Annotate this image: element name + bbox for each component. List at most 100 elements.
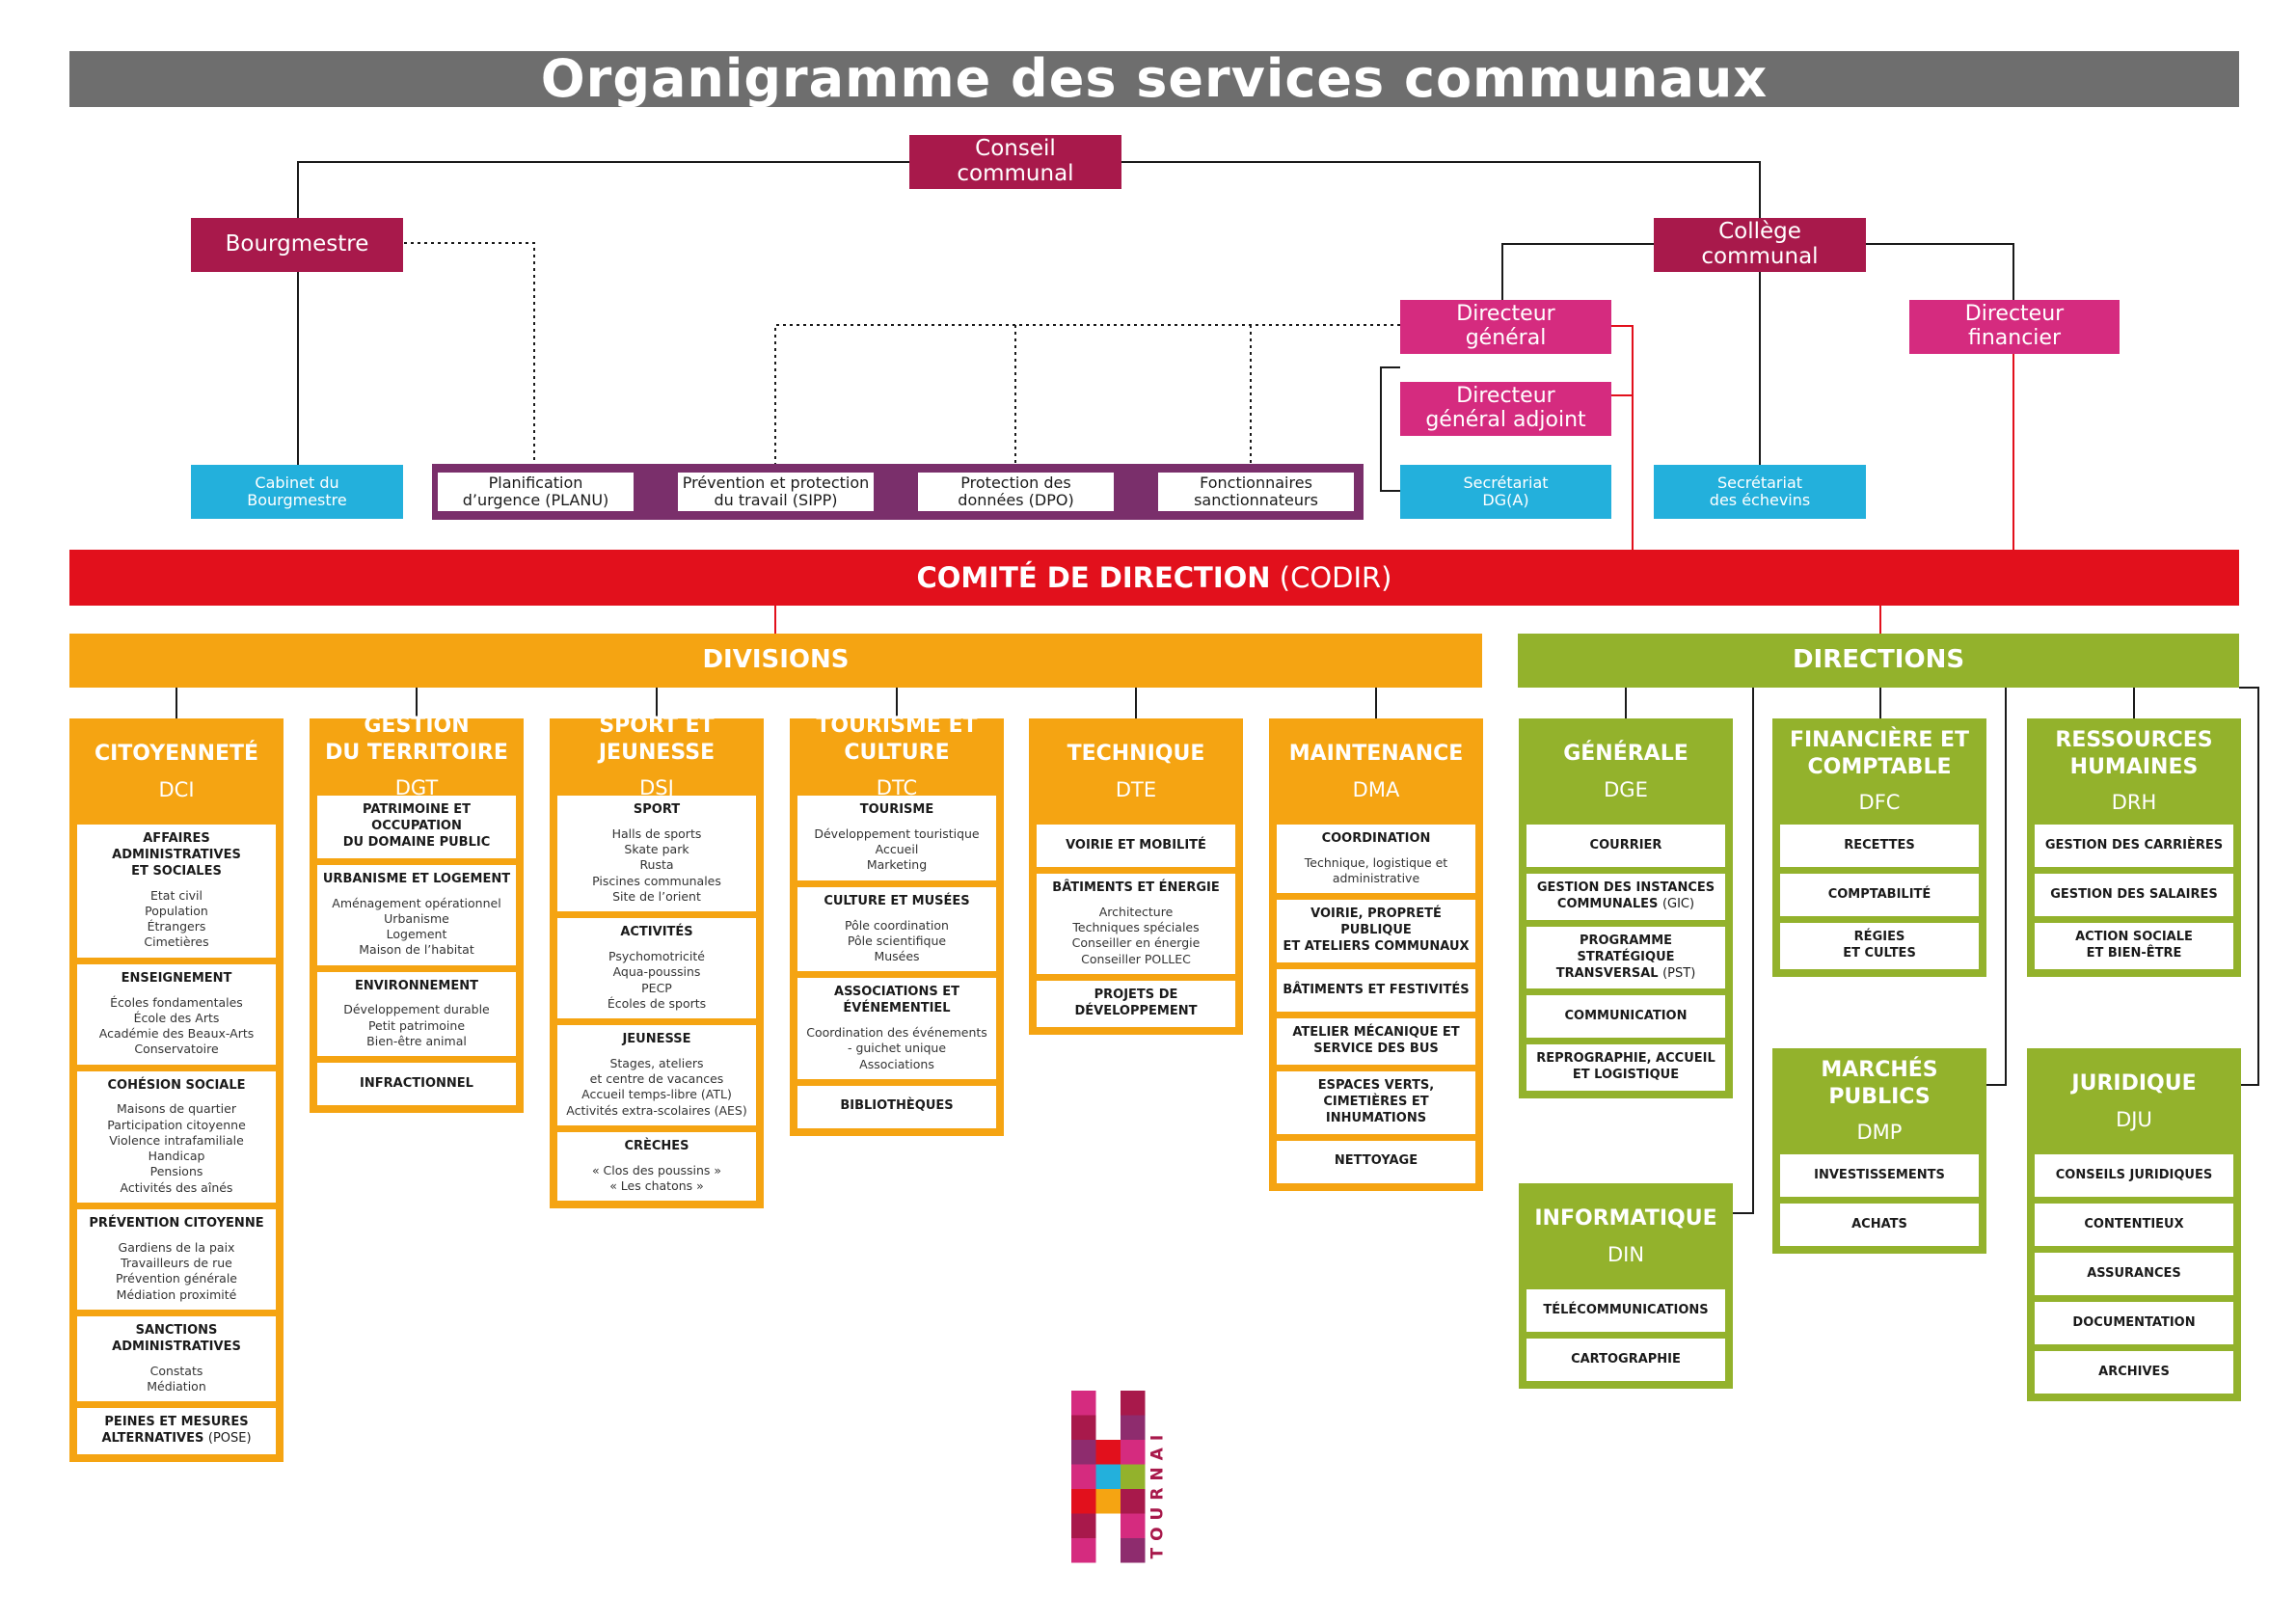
tournai-logo: TOURNAI	[1071, 1391, 1197, 1564]
logo-tile	[1121, 1464, 1146, 1489]
logo-tile	[1071, 1513, 1096, 1538]
conseil-communal-box: Conseil communal	[909, 135, 1121, 189]
service-item-title-text: CONSEILS JURIDIQUES	[2055, 1167, 2213, 1182]
service-item: RECETTES	[1780, 825, 1979, 867]
service-item-details: Gardiens de la paix Travailleurs de rue …	[115, 1239, 237, 1302]
service-item-title-text: CULTURE ET MUSÉES	[824, 893, 970, 908]
service-item-title-text: NETTOYAGE	[1334, 1153, 1418, 1169]
column-title: TOURISME ET CULTURE	[816, 714, 978, 765]
column-abbr: DTE	[1115, 777, 1157, 801]
service-item-title-text: BIBLIOTHÈQUES	[840, 1098, 954, 1114]
service-item-title-text: GESTION DES CARRIÈRES	[2044, 837, 2224, 853]
service-item-title-text: ESPACES VERTS, CIMETIÈRES ET INHUMATIONS	[1317, 1077, 1435, 1125]
service-item: GESTION DES SALAIRES	[2035, 874, 2233, 916]
service-item-title-text: PEINES ET MESURES ALTERNATIVES	[101, 1415, 249, 1447]
codir-banner: COMITÉ DE DIRECTION (CODIR)	[69, 550, 2239, 606]
service-item-details: Écoles fondamentales École des Arts Acad…	[98, 994, 255, 1057]
service-item-title: BÂTIMENTS ET FESTIVITÉS	[1281, 983, 1472, 999]
logo-text: TOURNAI	[1148, 1428, 1168, 1559]
column-abbr: DGT	[394, 776, 439, 800]
service-item-title-text: CARTOGRAPHIE	[1571, 1351, 1681, 1367]
service-item-title: ASSOCIATIONS ET ÉVÉNEMENTIEL	[801, 985, 992, 1017]
service-item-title-text: ATELIER MÉCANIQUE ET SERVICE DES BUS	[1292, 1025, 1460, 1056]
service-item-details: Développement touristique Accueil Market…	[814, 826, 980, 873]
service-item-title: GESTION DES CARRIÈRES	[2039, 838, 2229, 854]
service-item: GESTION DES INSTANCES COMMUNALES (GIC)	[1526, 874, 1725, 920]
service-item-title: PRÉVENTION CITOYENNE	[81, 1216, 272, 1232]
logo-tile	[1095, 1464, 1121, 1489]
service-item-title: PROGRAMME STRATÉGIQUE TRANSVERSAL (PST)	[1530, 934, 1721, 983]
service-item: PRÉVENTION CITOYENNE Gardiens de la paix …	[77, 1208, 276, 1310]
service-item-abbr: (GIC)	[1661, 896, 1695, 911]
logo-tile	[1121, 1489, 1146, 1514]
service-item-title: CRÈCHES	[561, 1139, 752, 1155]
service-item-title: CONTENTIEUX	[2039, 1217, 2229, 1233]
service-item-title: DOCUMENTATION	[2039, 1315, 2229, 1332]
service-item: GESTION DES CARRIÈRES	[2035, 825, 2233, 867]
service-item-title: CULTURE ET MUSÉES	[801, 894, 992, 910]
service-item: VOIRIE ET MOBILITÉ	[1037, 825, 1235, 867]
service-item-title-text: RECETTES	[1844, 837, 1915, 853]
directions-band: DIRECTIONS	[1518, 634, 2239, 688]
service-item: PROGRAMME STRATÉGIQUE TRANSVERSAL (PST)	[1526, 926, 1725, 989]
service-item-title: JEUNESSE	[561, 1032, 752, 1048]
service-item-title-text: PROGRAMME STRATÉGIQUE TRANSVERSAL	[1555, 933, 1675, 981]
service-item-title-text: COMMUNICATION	[1564, 1009, 1688, 1023]
service-item-details: Halls de sports Skate park Rusta Piscine…	[592, 826, 721, 904]
column-title: CITOYENNETÉ	[94, 742, 259, 767]
service-item-title-text: URBANISME ET LOGEMENT	[322, 871, 511, 886]
service-item: VOIRIE, PROPRETÉ PUBLIQUE ET ATELIERS CO…	[1277, 900, 1475, 963]
service-item-title-text: SANCTIONS ADMINISTRATIVES	[112, 1322, 241, 1354]
service-item-title-text: COHÉSION SOCIALE	[107, 1077, 246, 1093]
service-item-title-text: ACTIVITÉS	[620, 925, 693, 940]
codir-label: COMITÉ DE DIRECTION	[916, 561, 1271, 594]
service-item-title-text: ASSOCIATIONS ET ÉVÉNEMENTIEL	[834, 985, 959, 1016]
column-abbr: DIN	[1607, 1242, 1645, 1266]
service-item: ACTION SOCIALE ET BIEN-ÊTRE	[2035, 923, 2233, 969]
service-item: PATRIMOINE ET OCCUPATION DU DOMAINE PUBL…	[317, 796, 516, 858]
service-item-title: COORDINATION	[1281, 831, 1472, 848]
service-item: ENSEIGNEMENT Écoles fondamentales École d…	[77, 963, 276, 1065]
service-item-title: NETTOYAGE	[1281, 1153, 1472, 1170]
column-abbr: DMA	[1352, 777, 1400, 801]
service-item-title-text: DOCUMENTATION	[2072, 1314, 2196, 1330]
service-item-title: SPORT	[561, 802, 752, 819]
service-item-title-text: VOIRIE ET MOBILITÉ	[1066, 837, 1206, 853]
service-item-details: Pôle coordination Pôle scientifique Musé…	[845, 917, 949, 964]
bourgmestre-box: Bourgmestre	[191, 218, 403, 272]
service-item-title-text: GESTION DES SALAIRES	[2050, 886, 2218, 902]
service-item-title: COURRIER	[1530, 838, 1721, 854]
service-item: PROJETS DE DÉVELOPPEMENT	[1037, 980, 1235, 1027]
service-item-title: REPROGRAPHIE, ACCUEIL ET LOGISTIQUE	[1530, 1051, 1721, 1084]
service-item-title: ACTIVITÉS	[561, 925, 752, 941]
logo-tile	[1095, 1489, 1121, 1514]
service-item-title: CARTOGRAPHIE	[1530, 1352, 1721, 1368]
service-item-title-text: CRÈCHES	[624, 1138, 689, 1153]
service-item-title-text: BÂTIMENTS ET FESTIVITÉS	[1283, 982, 1470, 997]
column-title: MARCHÉS PUBLICS	[1821, 1058, 1938, 1109]
tournai-logo-mark: TOURNAI	[1071, 1391, 1171, 1563]
service-item-details: Etat civil Population Étrangers Cimetièr…	[144, 887, 209, 950]
service-item-title: ENSEIGNEMENT	[81, 971, 272, 988]
service-item-title-text: COURRIER	[1589, 837, 1662, 853]
secretariat-echevins-box: Secrétariat des échevins	[1654, 465, 1866, 519]
service-item: RÉGIES ET CULTES	[1780, 923, 1979, 969]
service-item-details: Architecture Techniques spéciales Consei…	[1071, 904, 1201, 966]
service-item-title-text: RÉGIES ET CULTES	[1843, 930, 1916, 961]
service-item: ESPACES VERTS, CIMETIÈRES ET INHUMATIONS	[1277, 1070, 1475, 1134]
service-sipp: Prévention et protection du travail (SIP…	[678, 473, 874, 511]
service-item: NETTOYAGE	[1277, 1140, 1475, 1183]
logo-tile	[1071, 1440, 1096, 1465]
